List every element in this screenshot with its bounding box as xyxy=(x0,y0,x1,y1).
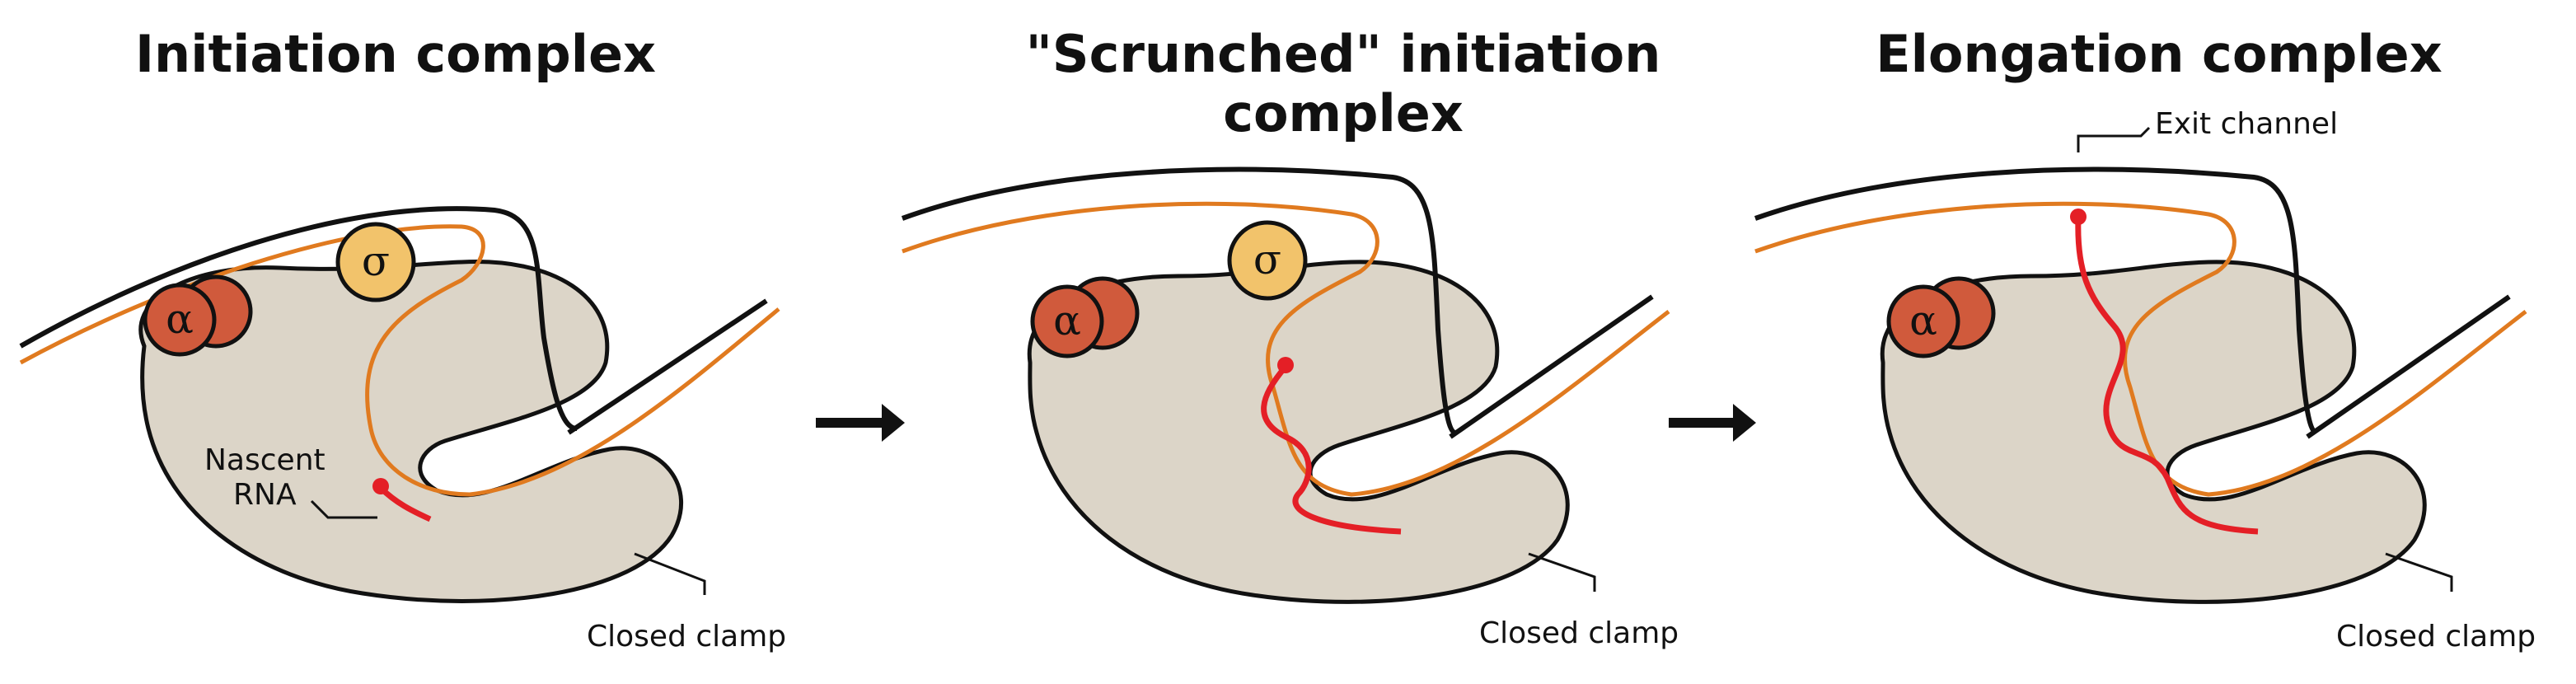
panel-3-title: Elongation complex xyxy=(1796,25,2522,84)
panel-2-dna-nontemplate xyxy=(901,166,1456,435)
panel-1-rna-5prime xyxy=(372,478,389,494)
panel-1-alpha-front xyxy=(143,283,217,357)
panel-3-rna xyxy=(2075,218,2259,535)
panel-2-alpha-front xyxy=(1030,284,1104,358)
panel-2-title-line-1: "Scrunched" initiation xyxy=(1025,24,1661,84)
panel-1-dna-downstream-black xyxy=(567,298,768,435)
panel-3-dna-nontemplate xyxy=(1754,166,2317,435)
panel-2-dna-downstream-black xyxy=(1449,294,1654,439)
panel-1-clamp-leader xyxy=(634,552,706,595)
panel-2-title-line-2: complex xyxy=(1223,83,1464,143)
panel-1-rna-label-line-1: Nascent xyxy=(204,443,326,477)
panel-1-dna-nontemplate xyxy=(19,206,578,431)
panel-3-title-line-1: Elongation complex xyxy=(1876,24,2443,84)
panel-3-exit-channel-label: Exit channel xyxy=(2155,107,2339,141)
panel-3-dna-downstream-black xyxy=(2306,294,2511,439)
panel-1: α σ xyxy=(19,206,780,603)
panel-3: α xyxy=(1754,126,2527,604)
panel-2: α σ xyxy=(901,166,1670,604)
panel-2-sigma xyxy=(1227,220,1308,301)
panel-3-clamp-label: Closed clamp xyxy=(2336,620,2536,654)
panel-1-title: Initiation complex xyxy=(49,25,742,84)
panel-1-sigma-symbol: σ xyxy=(362,237,390,285)
panel-3-rna-5prime xyxy=(2070,208,2087,225)
panel-2-scrunched-rna xyxy=(1261,364,1402,535)
right-arrow-icon xyxy=(1669,404,1756,442)
panel-3-alpha-symbol: α xyxy=(1909,297,1937,344)
panel-1-title-line-1: Initiation complex xyxy=(134,24,657,84)
right-arrow-icon xyxy=(816,404,905,442)
panel-1-sigma xyxy=(335,222,416,302)
panel-1-rna-leader xyxy=(310,499,377,519)
panel-3-polymerase-body xyxy=(1880,260,2427,604)
panel-2-alpha-symbol: α xyxy=(1053,297,1081,344)
panel-1-alpha-symbol: α xyxy=(166,295,194,343)
panel-1-rna-label: Nascent RNA xyxy=(204,443,326,513)
panel-3-dna-template xyxy=(1754,201,2527,497)
panel-2-rna-5prime xyxy=(1277,357,1294,373)
panel-2-dna-template xyxy=(902,201,1670,497)
panel-2-clamp-leader xyxy=(1528,552,1596,592)
panel-3-alpha-front xyxy=(1886,284,1960,358)
panel-2-title: "Scrunched" initiation complex xyxy=(956,25,1731,143)
panel-3-exit-channel-leader xyxy=(2077,126,2151,152)
panel-1-clamp-label: Closed clamp xyxy=(587,620,787,654)
panel-3-clamp-leader xyxy=(2385,552,2453,592)
panel-2-sigma-symbol: σ xyxy=(1253,236,1281,283)
panel-1-dna-template xyxy=(19,224,780,497)
panel-1-rna-label-line-2: RNA xyxy=(233,478,297,512)
panel-2-clamp-label: Closed clamp xyxy=(1479,616,1679,650)
